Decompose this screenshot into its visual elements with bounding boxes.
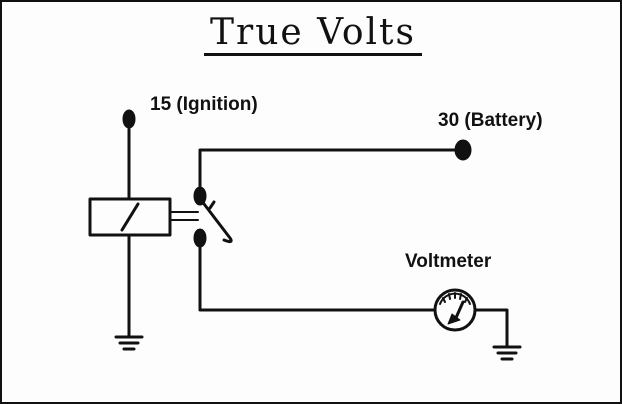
voltmeter-icon [433,288,477,332]
voltmeter-wire [198,240,436,312]
ground-symbol-right [492,345,522,361]
voltmeter-ground-wire [473,308,509,349]
voltmeter-label: Voltmeter [405,251,492,272]
relay-linkage [169,211,199,221]
battery-label: 30 (Battery) [438,110,543,131]
relay-coil [88,197,172,237]
ground-symbol-left [114,335,144,351]
battery-wire [198,148,462,194]
diagram-title: True Volts [2,12,620,56]
ignition-label: 15 (Ignition) [150,94,258,115]
relay-switch [193,186,233,248]
